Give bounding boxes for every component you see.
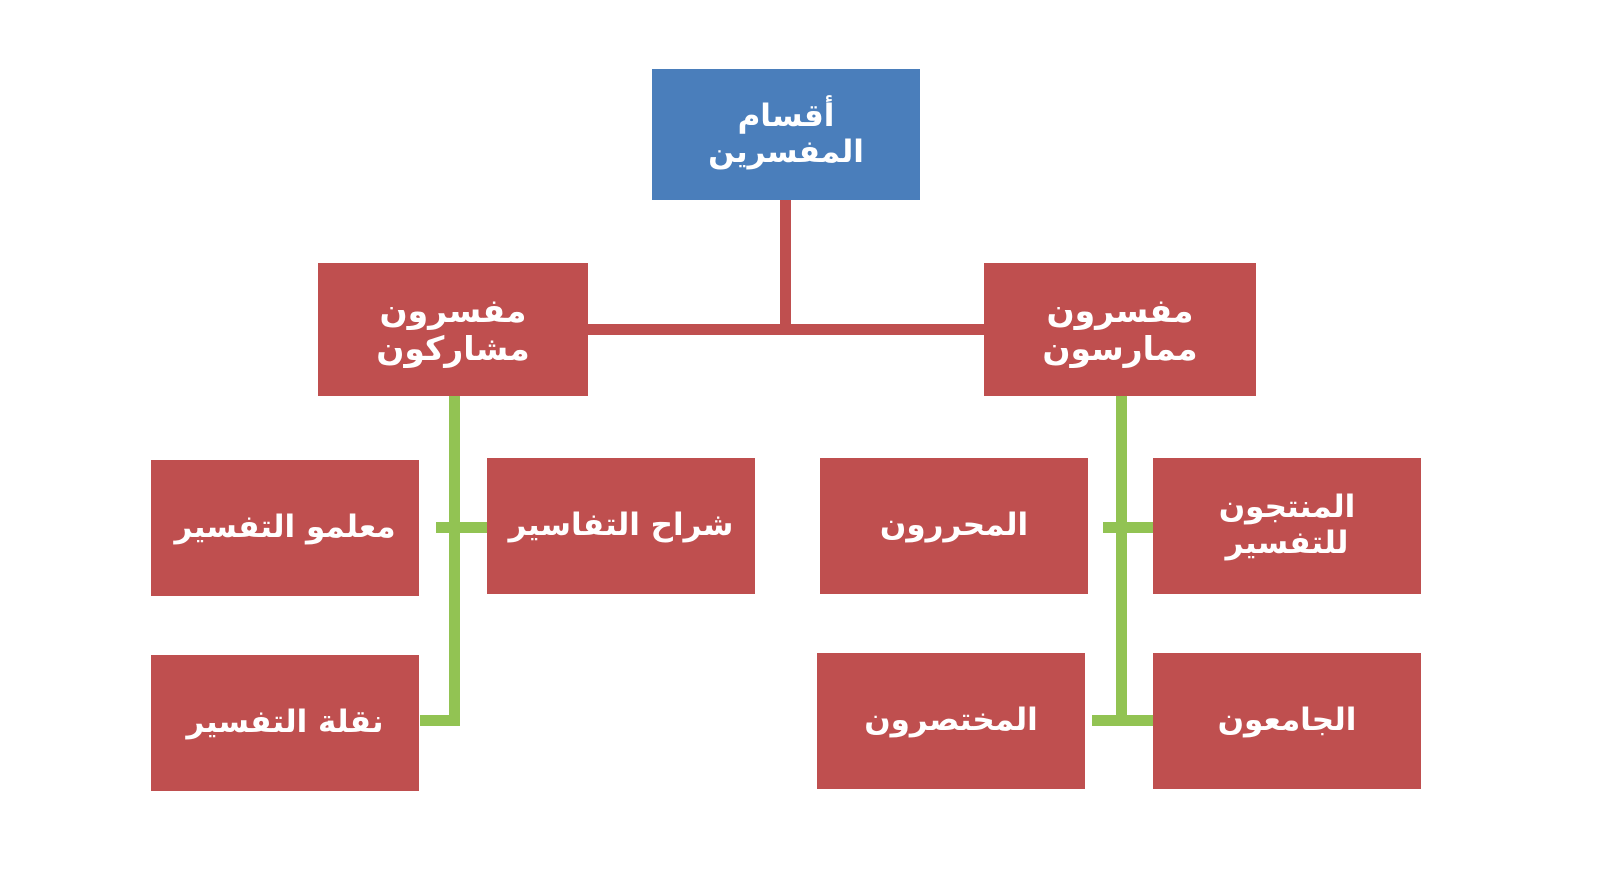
node-leaf-compilers[interactable]: الجامعون: [1153, 653, 1421, 789]
node-branch-practicing[interactable]: مفسرون ممارسون: [984, 263, 1256, 396]
connector-left-branch-vertical: [449, 396, 460, 726]
node-leaf-tafsir-explainers[interactable]: شراح التفاسير: [487, 458, 755, 594]
connector-root-horizontal: [588, 324, 1007, 335]
connector-right-branch-bottom-crossbar: [1092, 715, 1166, 726]
connector-root-vertical: [780, 200, 791, 332]
connector-right-branch-crossbar: [1103, 522, 1155, 533]
node-leaf-tafsir-transmitters[interactable]: نقلة التفسير: [151, 655, 419, 791]
node-leaf-abridgers[interactable]: المختصرون: [817, 653, 1085, 789]
node-leaf-producers[interactable]: المنتجون للتفسير: [1153, 458, 1421, 594]
connector-left-branch-crossbar: [436, 522, 488, 533]
connector-right-branch-vertical: [1116, 396, 1127, 726]
connector-left-branch-elbow: [420, 715, 460, 726]
node-root-categories[interactable]: أقسام المفسرين: [652, 69, 920, 200]
node-leaf-tafsir-teachers[interactable]: معلمو التفسير: [151, 460, 419, 596]
node-branch-participating[interactable]: مفسرون مشاركون: [318, 263, 588, 396]
node-leaf-editors[interactable]: المحررون: [820, 458, 1088, 594]
